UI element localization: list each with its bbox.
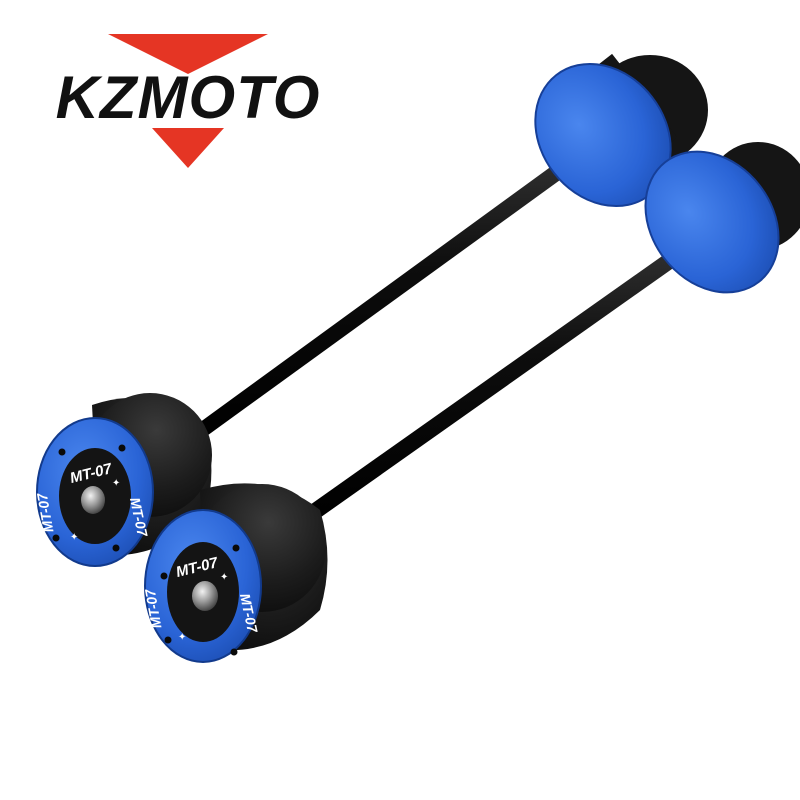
yamaha-tuning-fork-icon: ✦ bbox=[178, 632, 186, 643]
yamaha-tuning-fork-icon: ✦ bbox=[70, 532, 78, 543]
logo-chevron-top bbox=[108, 34, 268, 74]
end-cap-back-upper bbox=[535, 63, 671, 207]
engraving-left-right: MT-07 bbox=[142, 587, 165, 630]
slider-back-lower bbox=[300, 142, 800, 522]
logo-chevron-bottom bbox=[152, 128, 224, 168]
end-cap-back-lower bbox=[645, 151, 779, 293]
slider-front-right: MT-07 MT-07 MT-07 ✦ ✦ bbox=[142, 483, 328, 663]
yamaha-tuning-fork-icon: ✦ bbox=[220, 572, 228, 583]
center-bolt-right bbox=[192, 581, 218, 611]
rod-back-upper bbox=[192, 128, 618, 438]
yamaha-tuning-fork-icon: ✦ bbox=[112, 478, 120, 489]
slider-back-upper bbox=[192, 53, 708, 438]
brand-logo: KZMOTO bbox=[56, 34, 321, 168]
rod-back-lower bbox=[300, 218, 730, 522]
center-bolt-left bbox=[81, 486, 105, 514]
engraving-left-left: MT-07 bbox=[34, 491, 57, 534]
logo-wordmark: KZMOTO bbox=[56, 64, 321, 131]
